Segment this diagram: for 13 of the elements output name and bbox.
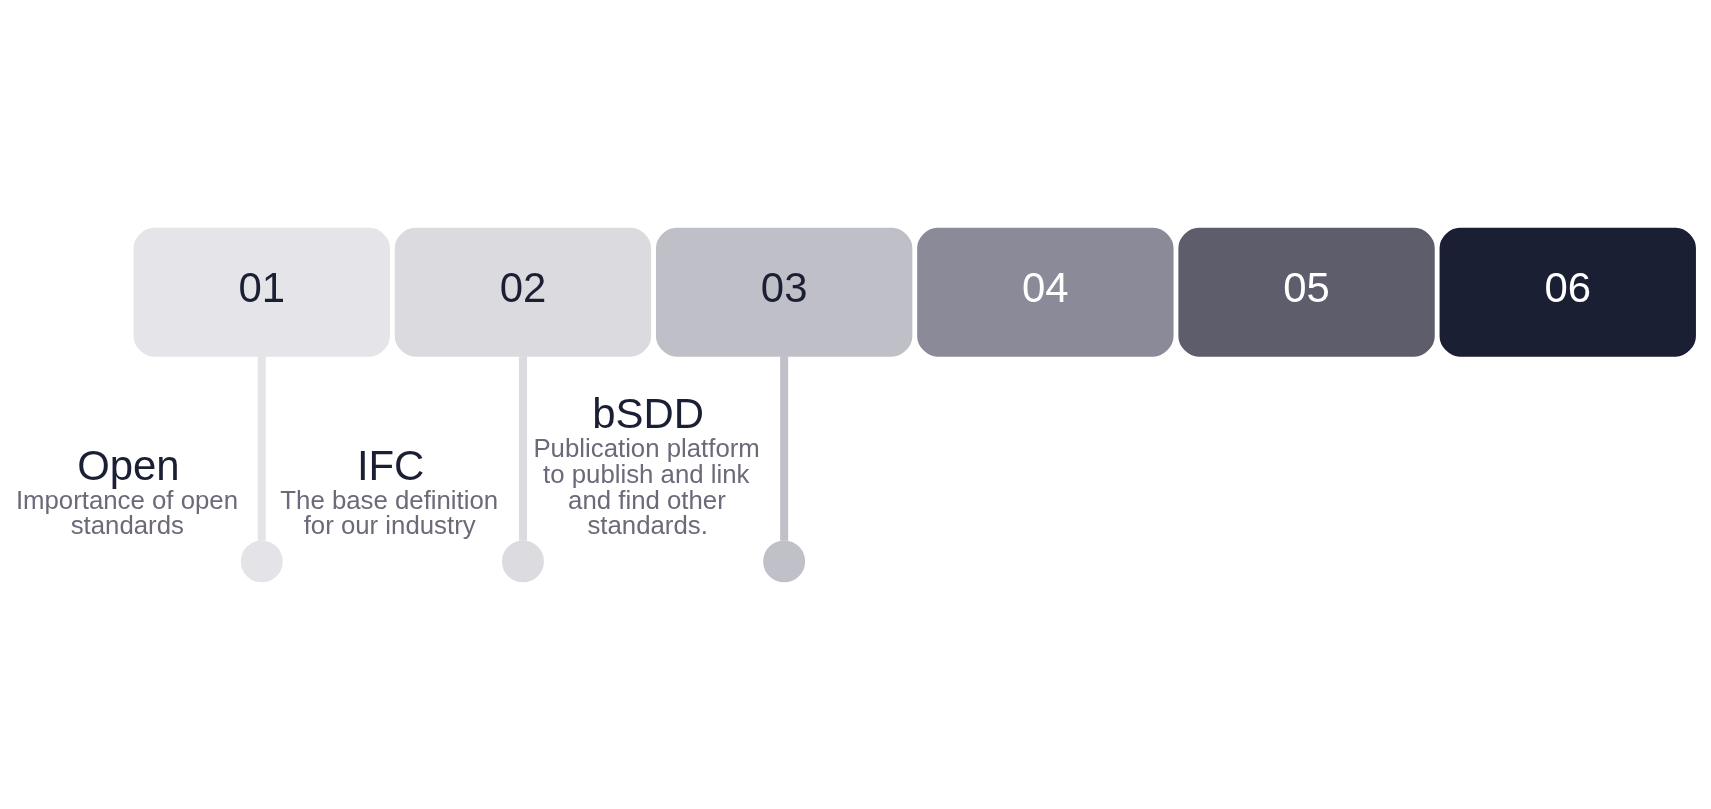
node-label: Open bbox=[77, 441, 180, 489]
node-box: 04 bbox=[917, 227, 1174, 357]
node-box: 03 bbox=[655, 227, 913, 357]
node-circle bbox=[502, 539, 544, 582]
node-circle bbox=[240, 539, 283, 582]
node-box: 06 bbox=[1439, 227, 1696, 357]
connector bbox=[518, 355, 527, 541]
connector bbox=[780, 355, 789, 541]
node-circle bbox=[763, 539, 806, 582]
node-box: 01 bbox=[133, 227, 390, 357]
connector bbox=[257, 355, 266, 541]
node-box: 05 bbox=[1178, 227, 1435, 357]
node-box: 02 bbox=[394, 227, 652, 357]
